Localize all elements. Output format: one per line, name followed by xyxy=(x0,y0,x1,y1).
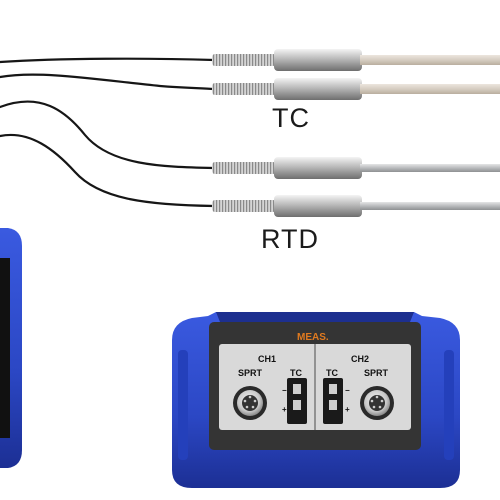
left-device-partial xyxy=(0,228,22,468)
probe-rtd-1 xyxy=(212,157,500,179)
cables xyxy=(0,57,216,208)
ch1-sprt-label: SPRT xyxy=(238,368,263,378)
cable-rtd-2 xyxy=(0,133,216,208)
spring-strain-relief xyxy=(212,54,276,66)
ch1-tc-socket[interactable] xyxy=(287,378,307,424)
spring-strain-relief xyxy=(212,162,276,174)
device-top-ridge xyxy=(216,312,414,322)
ch2-label: CH2 xyxy=(351,354,370,364)
ch1-tc-plus: + xyxy=(282,405,287,414)
probe-handle xyxy=(274,195,362,217)
probe-sheath xyxy=(360,55,500,65)
probe-rtd-2 xyxy=(212,195,500,217)
ch2-tc-socket[interactable] xyxy=(323,378,343,424)
probe-handle xyxy=(274,49,362,71)
tc-probe-label: TC xyxy=(272,103,310,133)
spring-strain-relief xyxy=(212,200,276,212)
ch1-label: CH1 xyxy=(258,354,277,364)
ch2-tc-plus: + xyxy=(345,405,350,414)
probe-handle xyxy=(274,78,362,100)
spring-strain-relief xyxy=(212,83,276,95)
probe-sheath xyxy=(360,84,500,94)
probe-tc-1 xyxy=(212,49,500,71)
ch1-tc-label: TC xyxy=(290,368,302,378)
cable-rtd-1 xyxy=(0,100,216,170)
ch2-sprt-connector[interactable] xyxy=(360,386,394,420)
meas-tab-label: MEAS. xyxy=(297,332,329,343)
probe-handle xyxy=(274,157,362,179)
ch2-tc-minus: − xyxy=(345,386,350,395)
probe-sheath xyxy=(360,202,500,210)
ch2-sprt-label: SPRT xyxy=(364,368,389,378)
left-device-screen-bezel xyxy=(0,258,10,438)
probe-sheath xyxy=(360,164,500,172)
ch1-tc-minus: − xyxy=(282,386,287,395)
probe-tc-2 xyxy=(212,78,500,100)
main-device xyxy=(172,312,460,488)
cable-tc-2 xyxy=(0,73,216,91)
ch2-tc-label: TC xyxy=(326,368,338,378)
left-grip xyxy=(178,350,188,460)
rtd-probe-label: RTD xyxy=(261,224,320,254)
right-grip xyxy=(444,350,454,460)
cable-tc-1 xyxy=(0,57,216,64)
ch1-sprt-connector[interactable] xyxy=(233,386,267,420)
